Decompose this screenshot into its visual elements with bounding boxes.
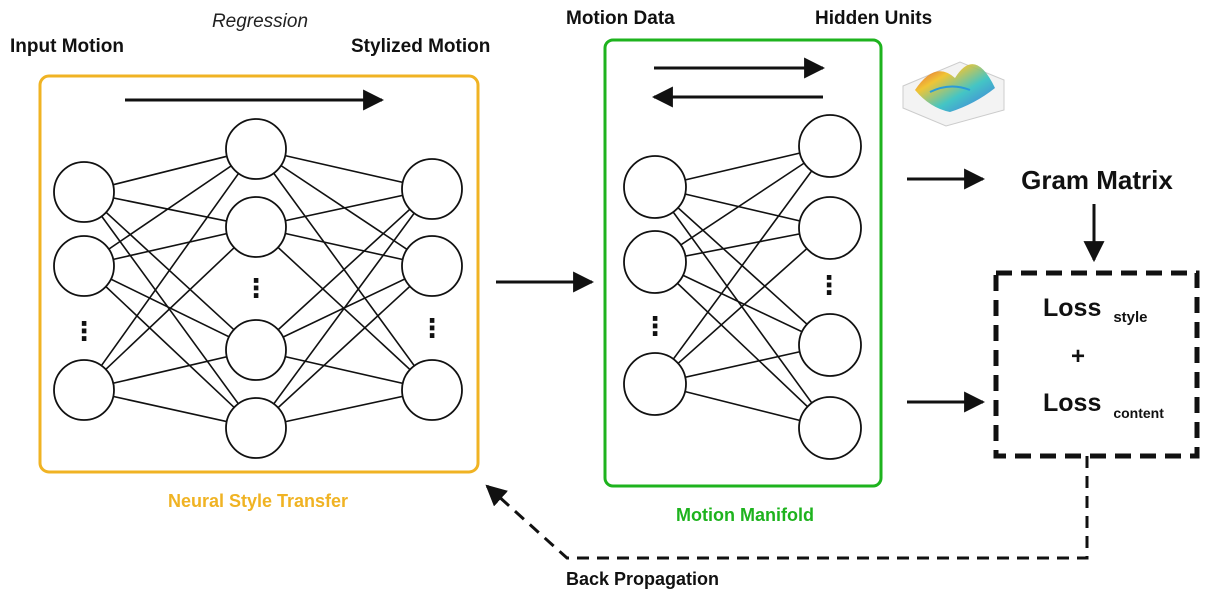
- nst-edge: [83, 226, 257, 391]
- manifold-network-nodes: [623, 114, 862, 460]
- nst-node: [225, 118, 287, 180]
- manifold-node: [623, 155, 687, 219]
- nst-edge: [83, 191, 257, 351]
- regression-label: Regression: [212, 11, 308, 32]
- loss-style-main: Loss: [1043, 294, 1101, 322]
- motion-manifold-box: [603, 38, 883, 488]
- manifold-edge: [654, 145, 831, 385]
- loss-box: [993, 270, 1200, 459]
- manifold-edge: [654, 145, 831, 263]
- neural-style-transfer-box: [38, 74, 480, 474]
- back-propagation-label: Back Propagation: [566, 569, 719, 589]
- nst-output-ellipsis: ⋮: [419, 313, 445, 343]
- manifold-edge: [654, 261, 831, 346]
- nst-node: [53, 161, 115, 223]
- motion-manifold-label: Motion Manifold: [676, 505, 814, 525]
- loss-content-main: Loss: [1043, 389, 1101, 417]
- nst-node: [225, 397, 287, 459]
- manifold-edge: [654, 227, 831, 385]
- nst-edge: [255, 188, 433, 429]
- nst-node: [401, 235, 463, 297]
- manifold-edge: [654, 186, 831, 429]
- nst-edge: [83, 148, 257, 267]
- input-motion-label: Input Motion: [10, 36, 124, 57]
- nst-edge: [83, 191, 257, 429]
- manifold-node: [798, 396, 862, 460]
- manifold-node: [798, 313, 862, 377]
- loss-plus-sign: +: [1071, 343, 1085, 370]
- loss-content-term: Loss content: [1043, 389, 1164, 421]
- hidden-units-label: Hidden Units: [815, 8, 932, 29]
- nst-node: [53, 235, 115, 297]
- manifold-input-ellipsis: ⋮: [642, 311, 668, 341]
- nst-node: [401, 158, 463, 220]
- nst-node: [225, 196, 287, 258]
- nst-input-ellipsis: ⋮: [71, 316, 97, 346]
- back-propagation-path: [485, 456, 1089, 560]
- gram-matrix-label: Gram Matrix: [1021, 165, 1173, 195]
- nst-edge: [83, 265, 257, 429]
- nst-edge: [255, 265, 433, 429]
- nst-node: [401, 359, 463, 421]
- motion-data-label: Motion Data: [566, 8, 675, 29]
- stylized-motion-label: Stylized Motion: [351, 36, 490, 57]
- manifold-hidden-ellipsis: ⋮: [816, 270, 842, 300]
- manifold-node: [623, 230, 687, 294]
- nst-edge: [255, 188, 433, 351]
- nst-network-nodes: [53, 118, 463, 459]
- loss-content-sub: content: [1113, 405, 1164, 421]
- neural-style-transfer-label: Neural Style Transfer: [168, 491, 348, 511]
- nst-hidden-ellipsis: ⋮: [243, 273, 269, 303]
- nst-edge: [83, 148, 257, 391]
- manifold-node: [798, 196, 862, 260]
- nst-node: [53, 359, 115, 421]
- manifold-edge: [654, 261, 831, 429]
- manifold-node: [798, 114, 862, 178]
- loss-style-sub: style: [1113, 309, 1147, 326]
- loss-style-term: Loss style: [1043, 294, 1148, 326]
- manifold-node: [623, 352, 687, 416]
- nst-node: [225, 319, 287, 381]
- hidden-units-surface-plot: [902, 61, 1005, 127]
